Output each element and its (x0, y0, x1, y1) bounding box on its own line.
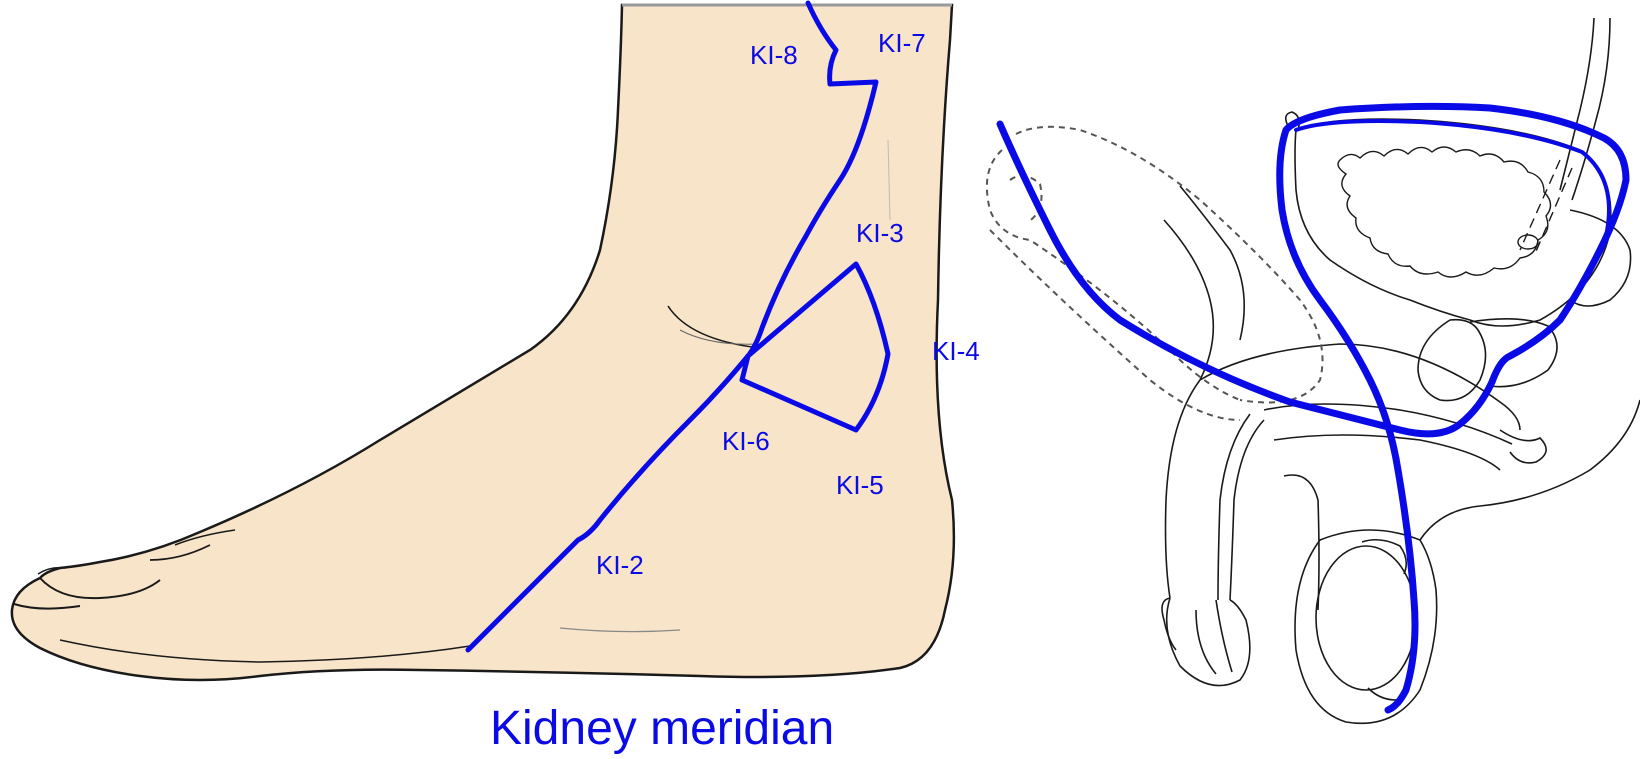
foot-illustration (10, 3, 956, 682)
foot-outline (10, 3, 956, 682)
inner-shaft (1283, 474, 1320, 611)
label-ki-8: KI-8 (750, 40, 798, 70)
duct-opening (1517, 234, 1539, 250)
sole-line-2 (559, 627, 681, 633)
prostate-inner (1469, 318, 1558, 388)
meridian-foot-loop (739, 261, 891, 433)
urethra-line-2 (1229, 419, 1265, 601)
glans (1165, 597, 1251, 687)
toe-line-1 (13, 603, 81, 610)
toe-line-3 (174, 529, 236, 546)
diagram-title: Kidney meridian (490, 702, 834, 755)
meridian-anatomy-outer (1294, 119, 1611, 238)
glans-left (1161, 597, 1177, 651)
meridian-foot-lower (465, 353, 751, 653)
ureter-line-1 (1559, 17, 1595, 191)
epididymis (1361, 538, 1408, 575)
glans-inner-2 (1215, 599, 1233, 673)
malleolus-crease (667, 305, 761, 349)
pubic-curve-2 (1163, 219, 1215, 381)
sole-line (59, 639, 471, 663)
meridian-anatomy-diagonal (996, 102, 1630, 714)
label-ki-7: KI-7 (878, 28, 926, 58)
ureter-line-2 (1571, 17, 1611, 201)
malleolus-crease-2 (679, 329, 759, 345)
epididymis-2 (1367, 687, 1397, 701)
shin-line (887, 139, 891, 221)
label-ki-3: KI-3 (856, 218, 904, 248)
bladder-lumen (1337, 146, 1552, 278)
urethra-line-3 (1217, 413, 1251, 601)
erect-outline-dashed (985, 125, 1324, 421)
toe-big (39, 577, 161, 600)
label-ki-4: KI-4 (932, 336, 980, 366)
penis-shaft-upper (1199, 343, 1521, 431)
label-ki-5: KI-5 (836, 470, 884, 500)
point-labels: KI-8 KI-7 KI-3 KI-4 KI-6 KI-5 KI-2 (596, 28, 980, 580)
urethral-bulb (1499, 429, 1547, 464)
label-ki-2: KI-2 (596, 550, 644, 580)
toe-nail (37, 566, 67, 575)
spongiosum (1273, 434, 1501, 471)
glans-inner (1195, 609, 1217, 675)
meridian-paths (465, 0, 1630, 714)
pubic-curve (1179, 185, 1245, 341)
posterior-curve (1419, 399, 1640, 541)
label-ki-6: KI-6 (722, 426, 770, 456)
scrotum (1294, 529, 1438, 725)
testis (1315, 545, 1417, 691)
meridian-foot-upper (745, 0, 879, 359)
toe-line-2 (149, 544, 211, 561)
penis-shaft-lower (1164, 379, 1201, 599)
prostate (1417, 318, 1487, 402)
